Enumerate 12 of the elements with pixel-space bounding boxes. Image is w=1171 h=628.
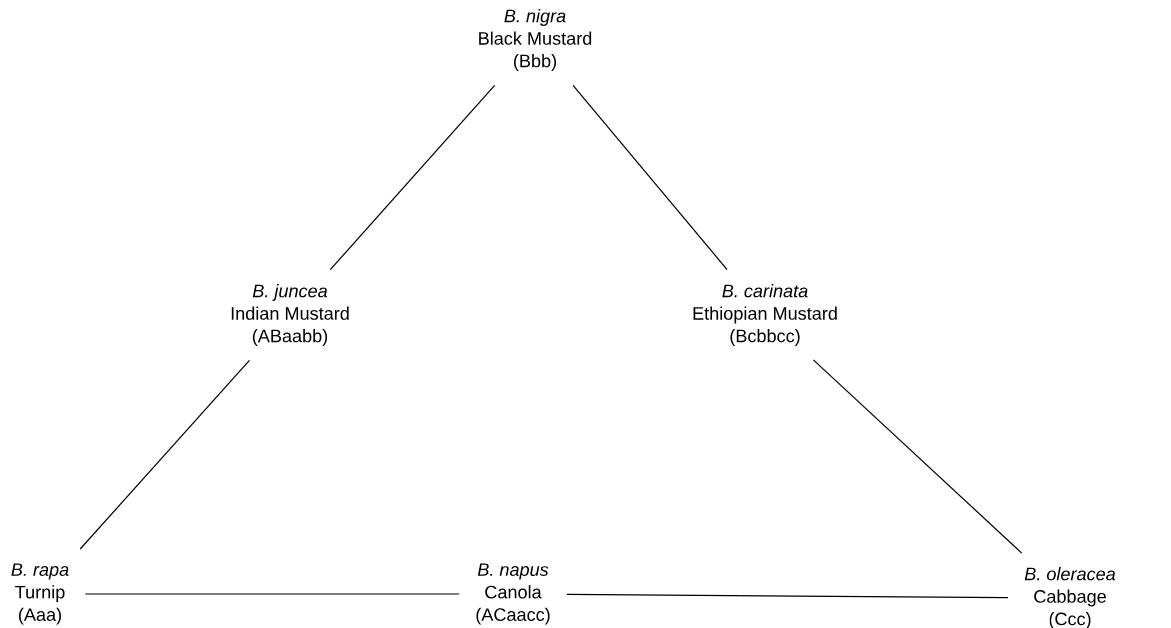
species-label: B. rapa Turnip (Aaa) (11, 563, 69, 625)
connector-line (572, 84, 728, 271)
species-label: B. napus Canola (ACaacc) (476, 563, 550, 625)
connector-line (812, 359, 1023, 554)
species-label: B. carinata Ethiopian Mustard (Bcbbcc) (693, 284, 837, 346)
species-label: B. oleracea Cabbage (Ccc) (1024, 567, 1116, 628)
species-label: B. nigra Black Mustard (Bbb) (479, 9, 592, 71)
connector-line (84, 593, 460, 595)
species-label: B. juncea Indian Mustard (ABaabb) (231, 284, 349, 346)
connector-line (79, 359, 251, 550)
connector-line (329, 84, 496, 271)
connector-line (566, 593, 1009, 599)
